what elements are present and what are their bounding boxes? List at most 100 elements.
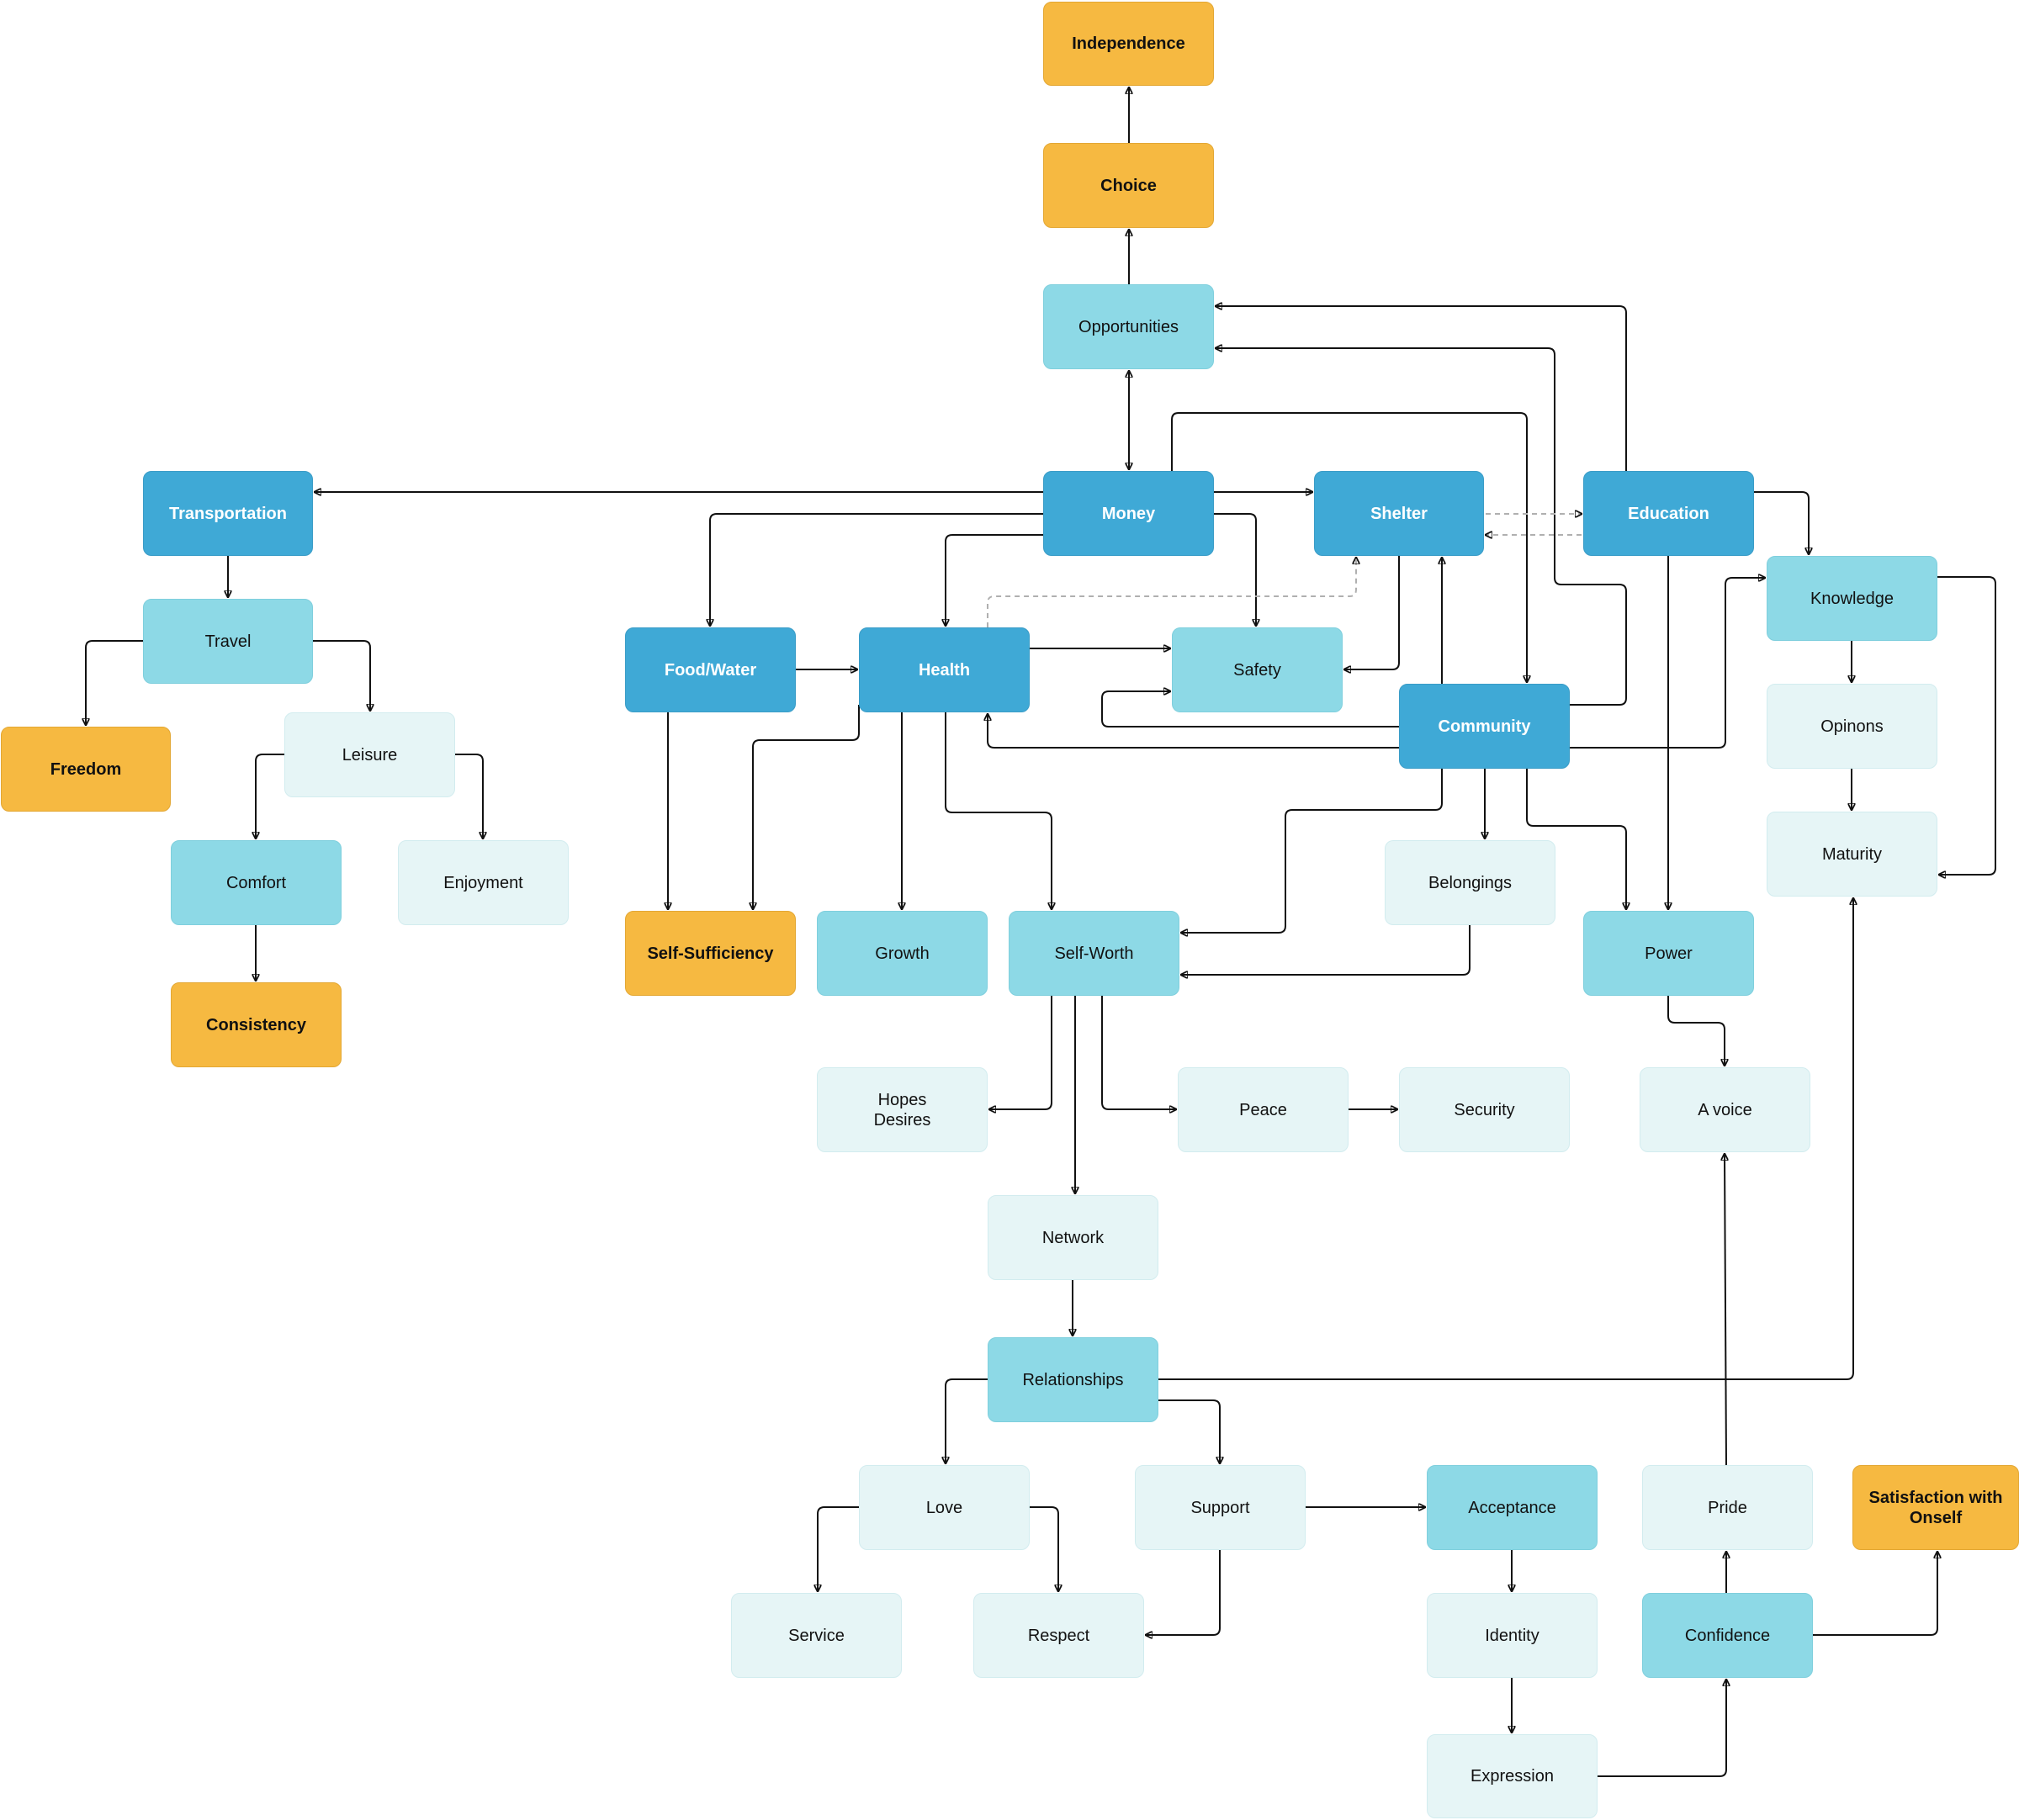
edge-shelter-to-safety bbox=[1344, 556, 1400, 669]
node-maturity[interactable]: Maturity bbox=[1767, 812, 1937, 897]
node-respect[interactable]: Respect bbox=[973, 1593, 1144, 1678]
edge-belongings-to-self-worth bbox=[1181, 925, 1471, 975]
edge-confidence-to-satisfaction bbox=[1813, 1552, 1937, 1636]
node-label: Travel bbox=[204, 632, 252, 651]
node-shelter[interactable]: Shelter bbox=[1314, 471, 1484, 556]
node-community[interactable]: Community bbox=[1399, 684, 1570, 769]
edge-health-to-self-sufficiency bbox=[753, 705, 860, 909]
node-security[interactable]: Security bbox=[1399, 1067, 1570, 1152]
node-support[interactable]: Support bbox=[1135, 1465, 1306, 1550]
node-opinons[interactable]: Opinons bbox=[1767, 684, 1937, 769]
node-pride[interactable]: Pride bbox=[1642, 1465, 1813, 1550]
edge-self-worth-to-peace bbox=[1101, 996, 1176, 1109]
node-comfort[interactable]: Comfort bbox=[171, 840, 342, 925]
node-enjoyment[interactable]: Enjoyment bbox=[398, 840, 569, 925]
edge-relationships-to-love bbox=[946, 1378, 988, 1463]
edge-relationships-to-support bbox=[1158, 1399, 1220, 1463]
node-identity[interactable]: Identity bbox=[1427, 1593, 1598, 1678]
node-label: Power bbox=[1645, 944, 1693, 963]
edge-money-to-health bbox=[946, 534, 1043, 626]
edge-community-to-opportunities bbox=[1216, 348, 1627, 706]
node-label: Pride bbox=[1708, 1498, 1747, 1517]
node-label: Expression bbox=[1471, 1767, 1554, 1786]
node-service[interactable]: Service bbox=[731, 1593, 902, 1678]
edge-expression-to-confidence bbox=[1598, 1680, 1726, 1777]
node-hopes-desires[interactable]: Hopes Desires bbox=[817, 1067, 988, 1152]
node-label: Belongings bbox=[1428, 873, 1512, 892]
node-label: Respect bbox=[1027, 1626, 1090, 1645]
node-relationships[interactable]: Relationships bbox=[988, 1337, 1158, 1422]
node-acceptance[interactable]: Acceptance bbox=[1427, 1465, 1598, 1550]
node-belongings[interactable]: Belongings bbox=[1385, 840, 1555, 925]
node-label: Growth bbox=[875, 944, 930, 963]
node-safety[interactable]: Safety bbox=[1172, 627, 1343, 712]
node-money[interactable]: Money bbox=[1043, 471, 1214, 556]
edge-money-to-community bbox=[1171, 412, 1527, 682]
node-power[interactable]: Power bbox=[1583, 911, 1754, 996]
node-label: Transportation bbox=[168, 504, 287, 523]
edge-community-to-knowledge bbox=[1570, 578, 1765, 749]
node-label: Community bbox=[1438, 717, 1531, 736]
edge-pride-to-a-voice bbox=[1725, 1154, 1726, 1466]
node-food-water[interactable]: Food/Water bbox=[625, 627, 796, 712]
node-choice[interactable]: Choice bbox=[1043, 143, 1214, 228]
edge-leisure-to-enjoyment bbox=[455, 754, 483, 839]
node-knowledge[interactable]: Knowledge bbox=[1767, 556, 1937, 641]
node-label: Security bbox=[1454, 1100, 1515, 1119]
node-label: Support bbox=[1190, 1498, 1250, 1517]
node-label: Education bbox=[1628, 504, 1709, 523]
node-transportation[interactable]: Transportation bbox=[143, 471, 313, 556]
node-travel[interactable]: Travel bbox=[143, 599, 313, 684]
node-label: Knowledge bbox=[1810, 589, 1894, 608]
node-growth[interactable]: Growth bbox=[817, 911, 988, 996]
node-leisure[interactable]: Leisure bbox=[284, 712, 455, 797]
node-label: Shelter bbox=[1370, 504, 1428, 523]
node-satisfaction[interactable]: Satisfaction with Onself bbox=[1852, 1465, 2019, 1550]
node-label: Maturity bbox=[1821, 844, 1883, 864]
node-label: Hopes Desires bbox=[873, 1090, 931, 1130]
node-label: Choice bbox=[1100, 176, 1157, 195]
node-confidence[interactable]: Confidence bbox=[1642, 1593, 1813, 1678]
node-peace[interactable]: Peace bbox=[1178, 1067, 1349, 1152]
node-network[interactable]: Network bbox=[988, 1195, 1158, 1280]
edge-love-to-service bbox=[818, 1506, 859, 1591]
node-a-voice[interactable]: A voice bbox=[1640, 1067, 1810, 1152]
node-label: Relationships bbox=[1022, 1370, 1124, 1389]
edge-power-to-a-voice bbox=[1667, 996, 1725, 1066]
edge-community-to-self-worth bbox=[1181, 769, 1443, 933]
node-self-sufficiency[interactable]: Self-Sufficiency bbox=[625, 911, 796, 996]
node-label: Health bbox=[918, 660, 971, 680]
node-label: Satisfaction with Onself bbox=[1868, 1488, 2003, 1527]
node-love[interactable]: Love bbox=[859, 1465, 1030, 1550]
edge-money-to-safety bbox=[1214, 513, 1256, 626]
node-label: Enjoyment bbox=[443, 873, 523, 892]
node-self-worth[interactable]: Self-Worth bbox=[1009, 911, 1179, 996]
node-health[interactable]: Health bbox=[859, 627, 1030, 712]
node-label: Consistency bbox=[206, 1015, 306, 1034]
node-label: Peace bbox=[1239, 1100, 1287, 1119]
node-independence[interactable]: Independence bbox=[1043, 2, 1214, 86]
edge-community-to-power bbox=[1526, 769, 1626, 909]
node-opportunities[interactable]: Opportunities bbox=[1043, 284, 1214, 369]
edge-health-to-shelter bbox=[987, 558, 1356, 627]
edge-health-to-self-worth bbox=[945, 712, 1052, 909]
edge-money-to-food-water bbox=[710, 513, 1043, 626]
node-label: Food/Water bbox=[664, 660, 757, 680]
edge-self-worth-to-hopes-desires bbox=[989, 996, 1052, 1109]
node-label: Money bbox=[1101, 504, 1156, 523]
node-label: Freedom bbox=[50, 759, 122, 779]
node-label: Service bbox=[788, 1626, 845, 1645]
node-label: Identity bbox=[1485, 1626, 1539, 1645]
edge-education-to-knowledge bbox=[1754, 491, 1809, 554]
node-label: Independence bbox=[1072, 34, 1185, 53]
node-consistency[interactable]: Consistency bbox=[171, 982, 342, 1067]
node-education[interactable]: Education bbox=[1583, 471, 1754, 556]
node-label: Leisure bbox=[342, 745, 398, 765]
node-label: Opportunities bbox=[1078, 317, 1179, 336]
node-expression[interactable]: Expression bbox=[1427, 1734, 1598, 1818]
node-freedom[interactable]: Freedom bbox=[1, 727, 171, 812]
node-label: Safety bbox=[1233, 660, 1281, 680]
edge-travel-to-freedom bbox=[86, 640, 143, 725]
